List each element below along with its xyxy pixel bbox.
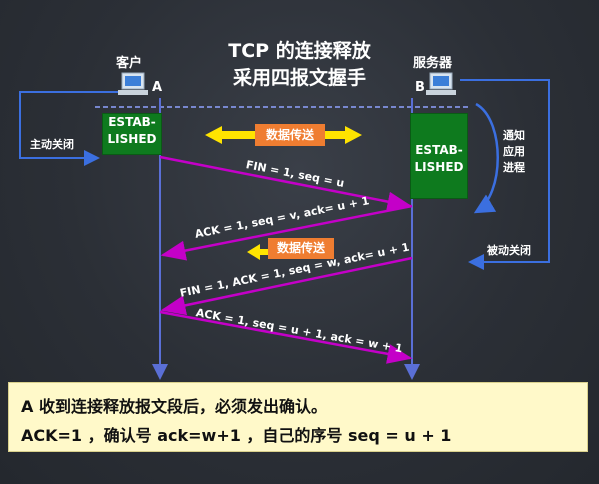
- client-computer-icon: [118, 72, 148, 95]
- notify-app-curve: [473, 102, 499, 214]
- server-close-bracket: [460, 79, 550, 270]
- note-line-1: A 收到连接释放报文段后，必须发出确认。: [21, 397, 327, 416]
- message-final-ack-arrow: [159, 310, 413, 364]
- client-letter: A: [152, 80, 163, 95]
- transfer-tag-1: 数据传送: [255, 124, 325, 146]
- transfer-double-arrow: [205, 126, 362, 144]
- message-fin-ack-arrow: [160, 256, 413, 316]
- client-established-box: ESTAB- LISHED: [102, 113, 162, 155]
- client-close-label: 主动关闭: [30, 138, 74, 151]
- transfer-left-arrow: [247, 244, 268, 260]
- notify-app-label: 通知 应用 进程: [503, 129, 525, 174]
- server-letter: B: [415, 80, 425, 95]
- client-close-bracket: [19, 91, 128, 166]
- server-established-box: ESTAB- LISHED: [410, 113, 468, 199]
- client-name: 客户: [116, 56, 143, 71]
- title-line-1: TCP 的连接释放: [228, 40, 371, 62]
- server-name: 服务器: [413, 56, 453, 71]
- explanation-note: A 收到连接释放报文段后，必须发出确认。 ACK=1 ，确认号 ack=w+1 …: [8, 382, 588, 452]
- note-line-2: ACK=1 ，确认号 ack=w+1 ，自己的序号 seq = u + 1: [21, 426, 452, 445]
- message-fin-arrow: [159, 155, 413, 212]
- server-close-label: 被动关闭: [487, 244, 531, 257]
- transfer-tag-2: 数据传送: [268, 238, 334, 259]
- message-ack-arrow: [160, 204, 413, 261]
- server-computer-icon: [426, 72, 456, 95]
- title-line-2: 采用四报文握手: [232, 67, 366, 89]
